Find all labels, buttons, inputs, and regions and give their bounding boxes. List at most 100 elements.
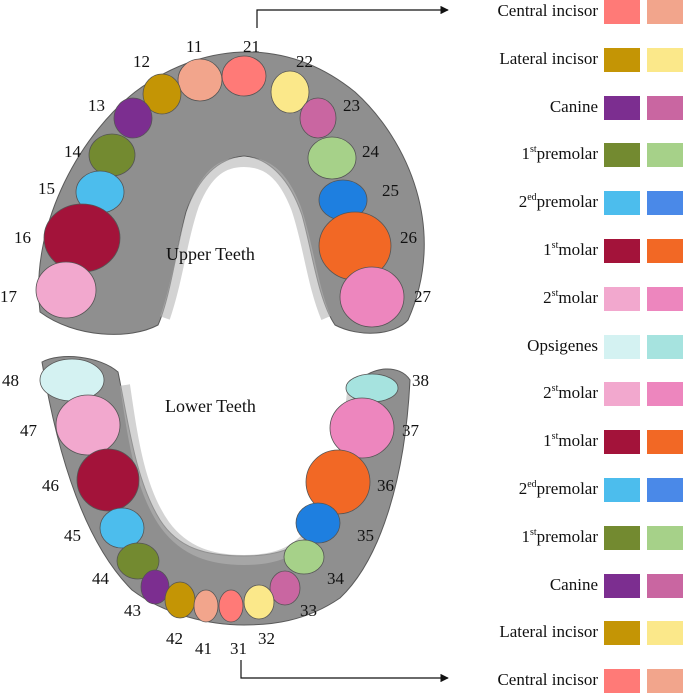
tooth-13[interactable] (113, 97, 153, 139)
legend-tooth-type: molar (558, 431, 598, 451)
tooth-31[interactable] (218, 589, 244, 623)
tooth-42[interactable] (164, 581, 196, 619)
tooth-45[interactable] (99, 507, 145, 549)
lower-teeth (39, 358, 399, 623)
legend-row: Lateral incisor (462, 47, 684, 74)
legend-swatch-left-side (647, 621, 683, 646)
tooth-27[interactable] (339, 266, 405, 328)
label-27: 27 (414, 287, 432, 306)
label-16: 16 (14, 228, 31, 247)
legend-tooth-type: molar (558, 240, 598, 259)
tooth-41[interactable] (193, 589, 219, 623)
legend-ordinal: 2 (518, 479, 528, 498)
tooth-37[interactable] (329, 397, 395, 459)
tooth-43[interactable] (140, 569, 170, 605)
label-21: 21 (243, 37, 260, 56)
legend-swatch-right-side (604, 95, 640, 120)
label-33: 33 (300, 601, 317, 620)
tooth-44[interactable] (116, 542, 160, 580)
tooth-48[interactable] (39, 358, 105, 402)
legend-row: 1stmolar (462, 239, 684, 265)
tooth-12[interactable] (142, 73, 182, 115)
legend-tooth-type: Canine (549, 96, 598, 116)
tooth-11[interactable] (177, 58, 223, 102)
legend-tooth-type: premolar (536, 192, 598, 212)
legend-swatch-left-side (647, 0, 683, 24)
legend-label: 1stpremolar (521, 527, 598, 547)
legend-swatch-left-side (647, 669, 683, 694)
legend-ordinal-suffix: st (529, 144, 537, 156)
tooth-32[interactable] (243, 584, 275, 620)
label-15: 15 (38, 179, 55, 198)
legend-swatch-right-side (604, 382, 640, 407)
legend-ordinal-suffix: ed (527, 192, 537, 204)
legend-row: 1stpremolar (462, 525, 684, 552)
legend-label: 2stmolar (543, 383, 598, 403)
tooth-46[interactable] (76, 448, 140, 512)
tooth-47[interactable] (55, 394, 121, 456)
label-41: 41 (195, 639, 212, 658)
legend-tooth-type: Central incisor (497, 1, 598, 20)
legend-swatch-right-side (604, 478, 640, 502)
legend-tooth-type: Canine (549, 574, 598, 594)
legend-swatch-left-side (647, 239, 683, 263)
legend-swatch-right-side (604, 430, 640, 455)
legend-row: 2edpremolar (462, 478, 684, 504)
label-23: 23 (343, 96, 360, 115)
legend-swatch-right-side (604, 239, 640, 263)
label-14: 14 (64, 142, 82, 161)
tooth-35[interactable] (295, 502, 341, 544)
legend-swatch-right-side (604, 573, 640, 598)
tooth-22[interactable] (270, 70, 310, 114)
legend-row: Canine (462, 573, 684, 600)
tooth-16[interactable] (43, 203, 121, 273)
legend-swatch-right-side (604, 191, 640, 216)
label-32: 32 (258, 629, 275, 648)
legend-ordinal-suffix: st (551, 431, 559, 443)
legend-label: Opsigenes (527, 336, 598, 356)
label-47: 47 (20, 421, 38, 440)
label-31: 31 (230, 639, 247, 658)
tooth-38[interactable] (345, 373, 399, 403)
label-11: 11 (186, 37, 202, 56)
legend-row: 2edpremolar (462, 191, 684, 217)
legend-row: Opsigenes (462, 334, 684, 361)
legend-swatch-left-side (647, 143, 683, 168)
legend-tooth-type: Lateral incisor (499, 48, 598, 68)
tooth-21[interactable] (221, 55, 267, 97)
legend-swatch-right-side (604, 47, 640, 72)
legend-swatch-right-side (604, 143, 640, 168)
legend-swatch-right-side (604, 286, 640, 311)
legend-ordinal-suffix: st (529, 526, 537, 538)
legend-ordinal: 2 (543, 287, 552, 307)
tooth-number-labels: 11 21 12 22 13 23 14 24 15 25 16 26 17 2… (0, 37, 432, 658)
legend-row: 2stmolar (462, 382, 684, 408)
tooth-34[interactable] (283, 539, 325, 575)
tooth-23[interactable] (299, 97, 337, 139)
legend-swatch-left-side (647, 430, 683, 455)
upper-arch-inner-shade (160, 156, 331, 320)
legend-label: 1stmolar (543, 240, 598, 260)
label-25: 25 (382, 181, 399, 200)
legend-swatch-left-side (647, 525, 683, 550)
legend-ordinal: 2 (543, 383, 552, 403)
legend-ordinal: 1 (543, 240, 552, 259)
tooth-17[interactable] (35, 261, 97, 319)
tooth-33[interactable] (269, 570, 301, 606)
lower-teeth-label: Lower Teeth (165, 396, 256, 416)
legend-swatch-right-side (604, 0, 640, 24)
upper-teeth-label: Upper Teeth (166, 244, 255, 264)
tooth-14[interactable] (88, 133, 136, 177)
legend-label: Lateral incisor (499, 622, 598, 642)
legend-swatch-left-side (647, 286, 683, 311)
label-44: 44 (92, 569, 110, 588)
legend-swatch-right-side (604, 669, 640, 694)
label-37: 37 (402, 421, 420, 440)
legend-swatch-left-side (647, 47, 683, 72)
legend-label: 1stpremolar (521, 144, 598, 164)
legend-row: 2stmolar (462, 286, 684, 313)
legend-label: Central incisor (497, 670, 598, 690)
tooth-24[interactable] (307, 136, 357, 180)
legend-row: Central incisor (462, 669, 684, 695)
legend-label: Lateral incisor (499, 49, 598, 69)
